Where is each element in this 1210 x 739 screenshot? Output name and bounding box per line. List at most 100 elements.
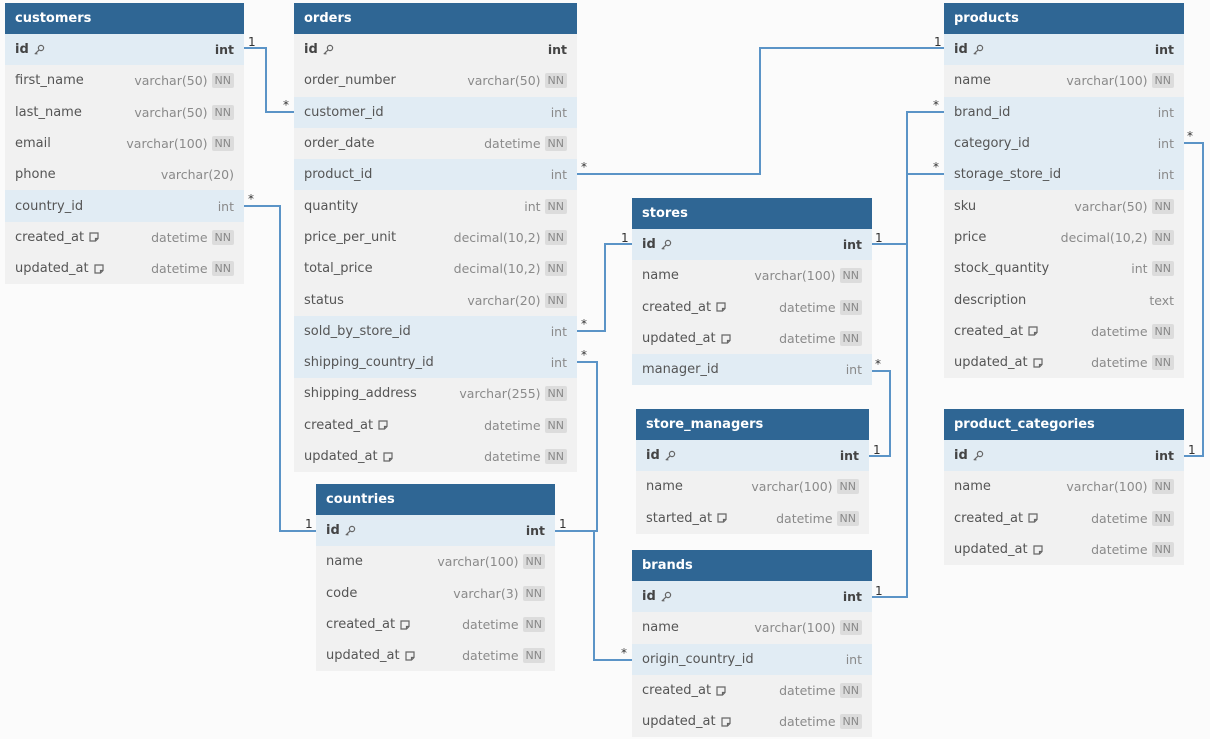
- field-name: shipping_address: [304, 386, 417, 401]
- note-icon: [1027, 512, 1039, 524]
- field-type: varchar(50): [467, 73, 541, 89]
- field-type: datetime: [1091, 542, 1148, 558]
- field-type: int: [842, 237, 862, 253]
- table-header[interactable]: orders: [294, 3, 577, 34]
- primary-key-icon: [33, 44, 45, 56]
- rel-products-brands: [872, 111, 944, 598]
- field-name-text: quantity: [304, 198, 359, 214]
- field-type: int: [1157, 136, 1174, 152]
- table-header[interactable]: products: [944, 3, 1184, 34]
- field-name: brand_id: [954, 105, 1010, 120]
- field-name-text: storage_store_id: [954, 167, 1062, 183]
- cardinality-label: *: [875, 357, 881, 371]
- cardinality-label: 1: [875, 584, 883, 598]
- field-type: datetime: [151, 229, 208, 245]
- table-header[interactable]: customers: [5, 3, 244, 34]
- field-type: int: [1131, 261, 1148, 277]
- table-header[interactable]: stores: [632, 198, 872, 229]
- field-name: id: [15, 42, 45, 57]
- field-name-text: name: [954, 479, 991, 495]
- table-header[interactable]: product_categories: [944, 409, 1184, 440]
- field-name-text: id: [646, 448, 660, 464]
- field-type: datetime: [779, 683, 836, 699]
- not-null-badge: NN: [544, 261, 567, 277]
- not-null-badge: NN: [544, 73, 567, 89]
- table-header[interactable]: store_managers: [636, 409, 869, 440]
- field-name: first_name: [15, 73, 84, 88]
- field-type: varchar(100): [754, 620, 836, 636]
- table-header[interactable]: countries: [316, 484, 555, 515]
- field-type: varchar(100): [437, 554, 519, 570]
- rel-orders-products: [577, 47, 944, 175]
- field-type: int: [525, 523, 545, 539]
- field-name-text: brand_id: [954, 104, 1011, 120]
- field-type: decimal(10,2): [453, 229, 541, 245]
- table-header[interactable]: brands: [632, 550, 872, 581]
- not-null-badge: NN: [839, 268, 862, 284]
